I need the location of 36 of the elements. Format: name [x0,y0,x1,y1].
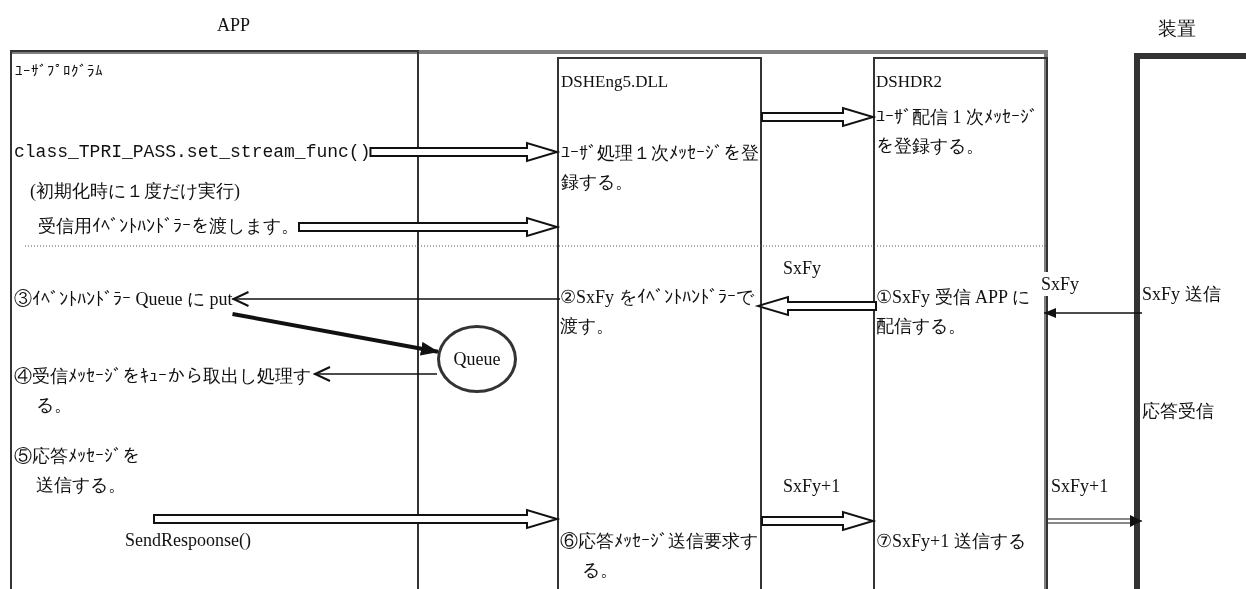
arrow [761,106,877,128]
arrow [231,291,561,307]
arrow [761,510,877,532]
queue-ellipse [437,325,517,393]
step-text: ③ｲﾍﾞﾝﾄﾊﾝﾄﾞﾗｰ Queue に put [14,288,233,311]
module-box [557,57,762,589]
step-text: ④受信ﾒｯｾｰｼﾞをｷｭｰから取出し処理する。 [14,365,312,417]
function-call: class_TPRI_PASS.set_stream_func() [14,141,371,164]
arrow [754,295,877,317]
box-title: DSHDR2 [876,71,943,93]
step-text: ①SxFy 受信 APP に配信する。 [876,286,1031,338]
queue-text: Queue [453,347,501,371]
box-title: DSHEng5.DLL [561,71,669,93]
device-text: 応答受信 [1142,400,1214,423]
step-text: ⑤応答ﾒｯｾｰｼﾞを送信する。 [14,445,141,497]
app-heading: APP [217,14,251,37]
arrow [153,508,561,530]
box-title: ﾕｰｻﾞﾌﾟﾛｸﾞﾗﾑ [15,62,103,81]
function-call: SendRespoonse() [125,529,251,552]
arrow [232,312,439,356]
arrow [313,366,438,382]
device-heading: 装置 [1158,17,1196,41]
step-text: 受信用ｲﾍﾞﾝﾄﾊﾝﾄﾞﾗｰを渡します。 [38,215,299,238]
arrow [1047,515,1143,527]
module-box [10,50,419,589]
arrow [369,141,561,163]
arrow [1043,308,1143,318]
box-text: ﾕｰｻﾞ配信 1 次ﾒｯｾｰｼﾞを登録する。 [876,106,1039,158]
step-text: ⑦SxFy+1 送信する [876,530,1027,553]
box-text: ﾕｰｻﾞ処理１次ﾒｯｾｰｼﾞを登録する。 [561,142,759,194]
note-text: (初期化時に１度だけ実行) [30,180,240,203]
device-text: SxFy 送信 [1142,283,1221,306]
step-text: ⑥応答ﾒｯｾｰｼﾞ送信要求する。 [560,530,758,582]
arrow [298,216,561,238]
edge-label: SxFy [1040,272,1081,296]
step-text: ②SxFy をｲﾍﾞﾝﾄﾊﾝﾄﾞﾗｰで渡す。 [560,286,755,338]
